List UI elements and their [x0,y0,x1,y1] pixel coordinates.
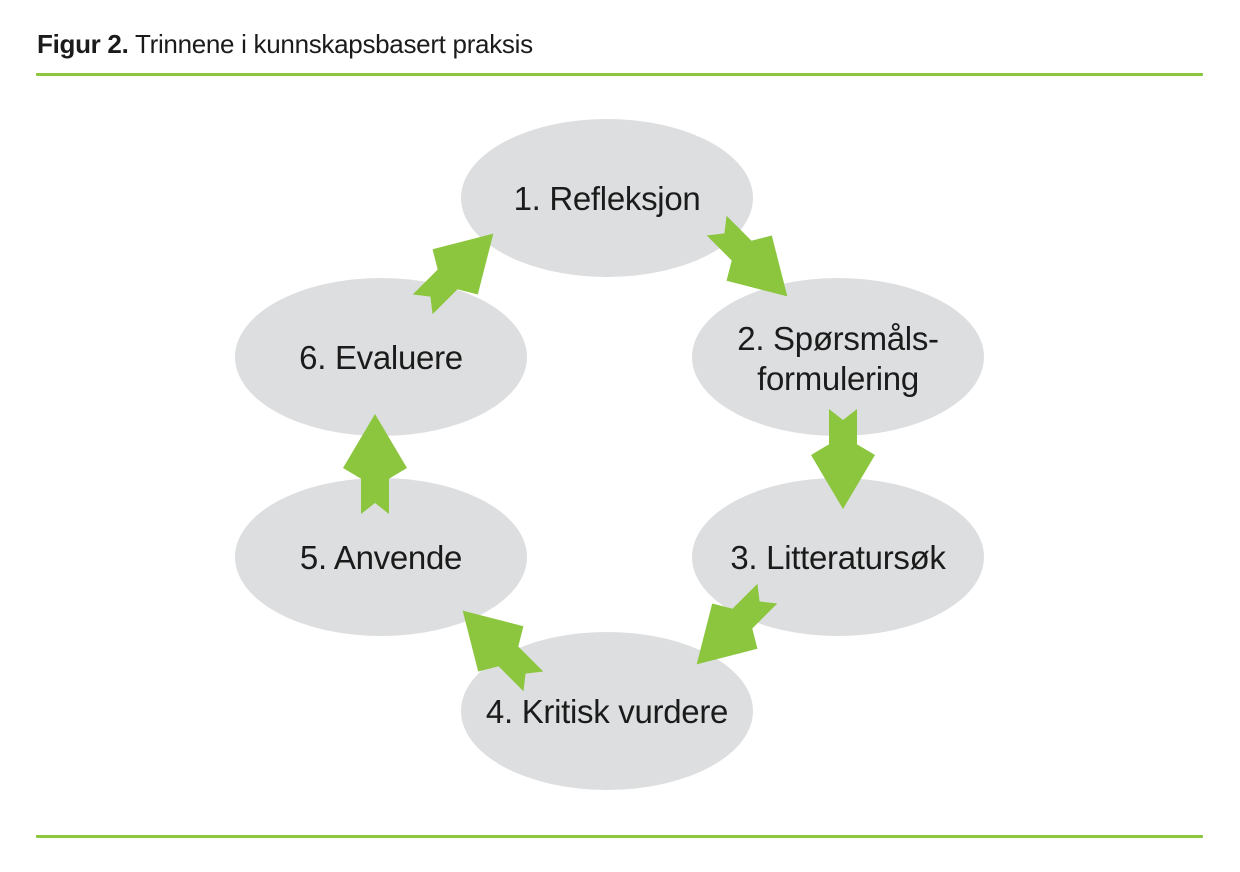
step-label-line: 2. Spørsmåls- [737,320,938,357]
bottom-rule [36,835,1203,838]
step-ellipse-3 [692,478,984,636]
step-ellipse-5 [235,478,527,636]
step-label-line: 1. Refleksjon [514,180,701,217]
step-label-line: 4. Kritisk vurdere [486,693,728,730]
step-1: 1. Refleksjon [461,119,753,277]
cycle-arrow-6-1 [412,233,494,315]
step-label-line: 6. Evaluere [299,339,463,376]
cycle-arrow-2-3 [811,409,875,509]
cycle-arrow-4-5 [462,610,544,692]
step-label-3: 3. Litteratursøk [730,539,946,576]
arrow-head [811,436,875,509]
step-2: 2. Spørsmåls-formulering [692,278,984,436]
cycle-arrow-3-4 [696,583,778,665]
arrow-head [343,414,407,487]
arrow-head [462,610,524,672]
step-label-6: 6. Evaluere [299,339,463,376]
step-6: 6. Evaluere [235,278,527,436]
top-rule [36,73,1203,76]
step-label-5: 5. Anvende [300,539,462,576]
step-ellipse-2 [692,278,984,436]
cycle-arrow-5-6 [343,414,407,514]
step-ellipse-6 [235,278,527,436]
step-label-4: 4. Kritisk vurdere [486,693,728,730]
step-label-line: 3. Litteratursøk [730,539,946,576]
arrow-head [726,235,788,297]
arrow-head [432,233,494,295]
step-5: 5. Anvende [235,478,527,636]
step-label-2: 2. Spørsmåls-formulering [737,320,938,397]
figure-caption-title: Trinnene i kunnskapsbasert praksis [134,29,533,59]
cycle-arrow-1-2 [706,215,788,297]
figure-caption: Figur 2. Trinnene i kunnskapsbasert prak… [37,28,533,60]
step-label-line: 5. Anvende [300,539,462,576]
step-label-1: 1. Refleksjon [514,180,701,217]
arrow-head [696,603,758,665]
figure-caption-label: Figur 2. [37,29,129,59]
step-label-line: formulering [757,360,919,397]
step-ellipse-1 [461,119,753,277]
step-3: 3. Litteratursøk [692,478,984,636]
